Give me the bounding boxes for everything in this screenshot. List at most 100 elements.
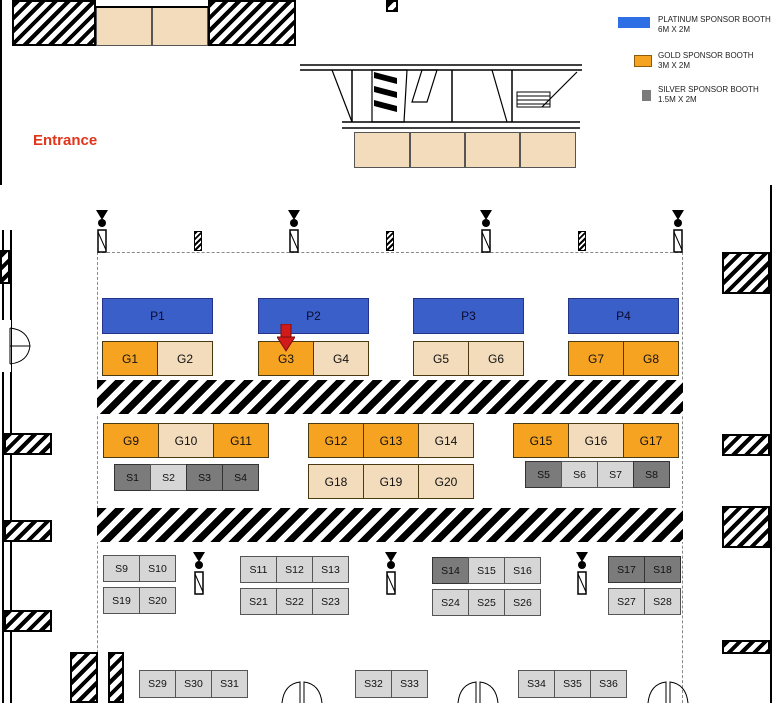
booth-s33[interactable]: S33	[391, 670, 428, 698]
booth-s32[interactable]: S32	[355, 670, 392, 698]
booth-g6[interactable]: G6	[468, 341, 524, 376]
booth-g9[interactable]: G9	[103, 423, 159, 458]
staircase	[292, 62, 582, 134]
booth-s24[interactable]: S24	[432, 589, 469, 616]
booth-s12[interactable]: S12	[276, 556, 313, 583]
booth-s25[interactable]: S25	[468, 589, 505, 616]
booth-g4[interactable]: G4	[313, 341, 369, 376]
legend-name: GOLD SPONSOR BOOTH	[658, 51, 754, 60]
booth-s20[interactable]: S20	[139, 587, 176, 614]
right-wall	[770, 185, 772, 703]
pillar	[386, 231, 394, 251]
booth-p4[interactable]: P4	[568, 298, 679, 334]
hatched-block-left	[4, 433, 52, 455]
booth-s34[interactable]: S34	[518, 670, 555, 698]
storage-cell	[465, 132, 520, 168]
booth-p2[interactable]: P2	[258, 298, 369, 334]
left-door	[0, 320, 40, 372]
booth-s28[interactable]: S28	[644, 588, 681, 615]
booth-s30[interactable]: S30	[175, 670, 212, 698]
booth-s3[interactable]: S3	[186, 464, 223, 491]
booth-g5[interactable]: G5	[413, 341, 469, 376]
booth-g16[interactable]: G16	[568, 423, 624, 458]
booth-g19[interactable]: G19	[363, 464, 419, 499]
booth-g20[interactable]: G20	[418, 464, 474, 499]
booth-s13[interactable]: S13	[312, 556, 349, 583]
entrance-label: Entrance	[33, 132, 98, 149]
booth-s17[interactable]: S17	[608, 556, 645, 583]
booth-s9[interactable]: S9	[103, 555, 140, 582]
booth-s6[interactable]: S6	[561, 461, 598, 488]
booth-g11[interactable]: G11	[213, 423, 269, 458]
legend-label-platinum: PLATINUM SPONSOR BOOTH 6M X 2M	[658, 15, 771, 34]
aisle-band	[97, 380, 683, 414]
left-wall	[0, 0, 2, 185]
booth-s26[interactable]: S26	[504, 589, 541, 616]
booth-g2[interactable]: G2	[157, 341, 213, 376]
left-wall-inner	[10, 230, 12, 703]
left-wall	[2, 230, 4, 703]
booth-s7[interactable]: S7	[597, 461, 634, 488]
light-pole	[192, 552, 206, 601]
booth-g18[interactable]: G18	[308, 464, 364, 499]
door-bottom	[646, 678, 690, 703]
booth-s14[interactable]: S14	[432, 557, 469, 584]
light-pole	[287, 210, 301, 259]
booth-s1[interactable]: S1	[114, 464, 151, 491]
hatched-pillar-bottom	[70, 652, 98, 703]
booth-g1[interactable]: G1	[102, 341, 158, 376]
door-bottom	[456, 678, 500, 703]
location-marker-icon	[276, 323, 296, 357]
top-wall-line	[96, 0, 208, 8]
storage-cell	[96, 6, 152, 46]
booth-g13[interactable]: G13	[363, 423, 419, 458]
booth-g3[interactable]: G3	[258, 341, 314, 376]
booth-s22[interactable]: S22	[276, 588, 313, 615]
booth-s27[interactable]: S27	[608, 588, 645, 615]
booth-s2[interactable]: S2	[150, 464, 187, 491]
booth-s36[interactable]: S36	[590, 670, 627, 698]
booth-g10[interactable]: G10	[158, 423, 214, 458]
booth-s11[interactable]: S11	[240, 556, 277, 583]
booth-g17[interactable]: G17	[623, 423, 679, 458]
staircase-drawing	[300, 64, 582, 129]
booth-s10[interactable]: S10	[139, 555, 176, 582]
legend-swatch-silver	[642, 90, 651, 101]
booth-g15[interactable]: G15	[513, 423, 569, 458]
booth-s15[interactable]: S15	[468, 557, 505, 584]
booth-g14[interactable]: G14	[418, 423, 474, 458]
booth-g8[interactable]: G8	[623, 341, 679, 376]
booth-s8[interactable]: S8	[633, 461, 670, 488]
booth-s21[interactable]: S21	[240, 588, 277, 615]
legend-swatch-gold	[634, 55, 652, 67]
booth-p3[interactable]: P3	[413, 298, 524, 334]
booth-s19[interactable]: S19	[103, 587, 140, 614]
booth-s18[interactable]: S18	[644, 556, 681, 583]
booth-s29[interactable]: S29	[139, 670, 176, 698]
hatched-block-left	[4, 610, 52, 632]
booth-s4[interactable]: S4	[222, 464, 259, 491]
hatched-block-right	[722, 640, 770, 654]
booth-s31[interactable]: S31	[211, 670, 248, 698]
pillar	[578, 231, 586, 251]
booth-s16[interactable]: S16	[504, 557, 541, 584]
booth-g7[interactable]: G7	[568, 341, 624, 376]
hatched-block-right	[722, 252, 770, 294]
hatched-pillar-bottom	[108, 652, 124, 703]
legend-name: SILVER SPONSOR BOOTH	[658, 85, 759, 94]
legend-label-silver: SILVER SPONSOR BOOTH 1.5M X 2M	[658, 85, 759, 104]
hall-boundary	[97, 252, 683, 703]
booth-g12[interactable]: G12	[308, 423, 364, 458]
booth-s23[interactable]: S23	[312, 588, 349, 615]
booth-s35[interactable]: S35	[554, 670, 591, 698]
booth-p1[interactable]: P1	[102, 298, 213, 334]
hatched-wall-top-left	[12, 0, 96, 46]
legend-label-gold: GOLD SPONSOR BOOTH 3M X 2M	[658, 51, 754, 70]
hatched-block-right	[722, 506, 770, 548]
hatched-pillar-left	[0, 250, 10, 284]
light-pole	[95, 210, 109, 259]
booth-s5[interactable]: S5	[525, 461, 562, 488]
legend-name: PLATINUM SPONSOR BOOTH	[658, 15, 771, 24]
legend-size: 6M X 2M	[658, 24, 691, 34]
